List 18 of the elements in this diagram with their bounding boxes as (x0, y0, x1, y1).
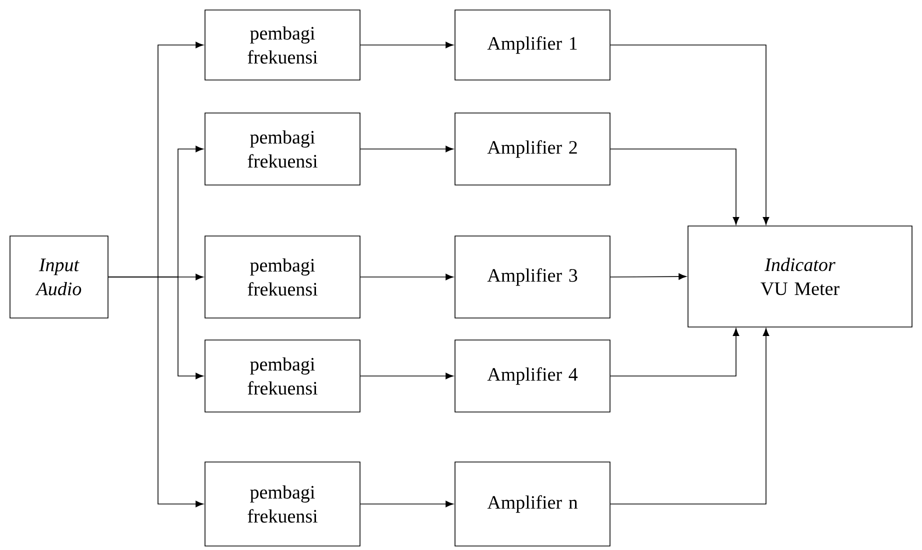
arrow (610, 273, 686, 280)
arrow (360, 274, 454, 280)
input-box: Input Audio (10, 236, 108, 318)
amplifier-box: Amplifier 1 (454, 10, 610, 80)
arrow (360, 500, 454, 508)
amplifier-box: Amplifier 2 (454, 112, 610, 186)
arrow (360, 42, 454, 48)
amplifier-box: Amplifier 3 (454, 236, 610, 318)
arrow (610, 148, 740, 225)
arrow (610, 328, 740, 376)
amplifier-box: Amplifier n (454, 462, 610, 546)
arrow (610, 328, 770, 504)
amplifier-box: Amplifier 4 (454, 340, 610, 412)
arrow (360, 372, 454, 380)
arrow (610, 44, 770, 225)
indicator-box: Indicator VU Meter (688, 226, 912, 328)
arrow (108, 276, 204, 508)
arrow (360, 146, 454, 152)
